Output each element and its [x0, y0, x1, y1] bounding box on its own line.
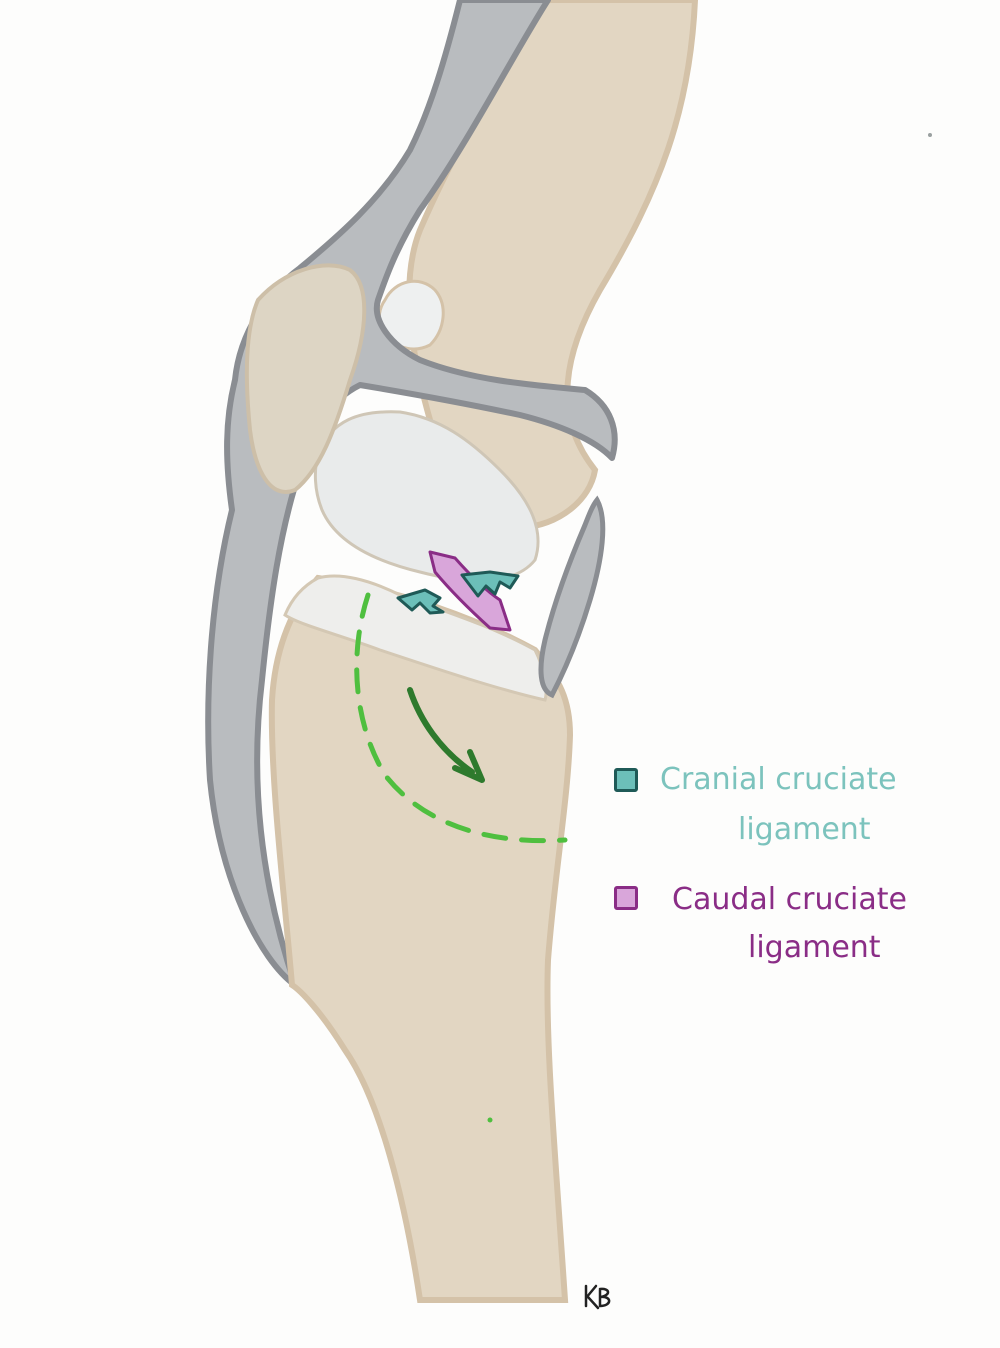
legend-item-cranial: Cranial cruciate ligament [612, 756, 992, 866]
legend-label-cranial-line2: ligament [738, 806, 871, 854]
caudal-meniscus [541, 500, 603, 695]
legend: Cranial cruciate ligament Caudal cruciat… [612, 756, 992, 976]
legend-label-caudal-line1: Caudal cruciate [672, 876, 907, 924]
legend-label-caudal-line2: ligament [748, 924, 881, 972]
caudal-swatch-icon [614, 886, 638, 910]
marker-dot [488, 1118, 493, 1123]
legend-label-cranial-line1: Cranial cruciate [660, 756, 897, 804]
artist-signature [586, 1286, 609, 1308]
legend-item-caudal: Caudal cruciate ligament [612, 866, 992, 976]
marker-dot [928, 133, 932, 137]
cranial-swatch-icon [614, 768, 638, 792]
